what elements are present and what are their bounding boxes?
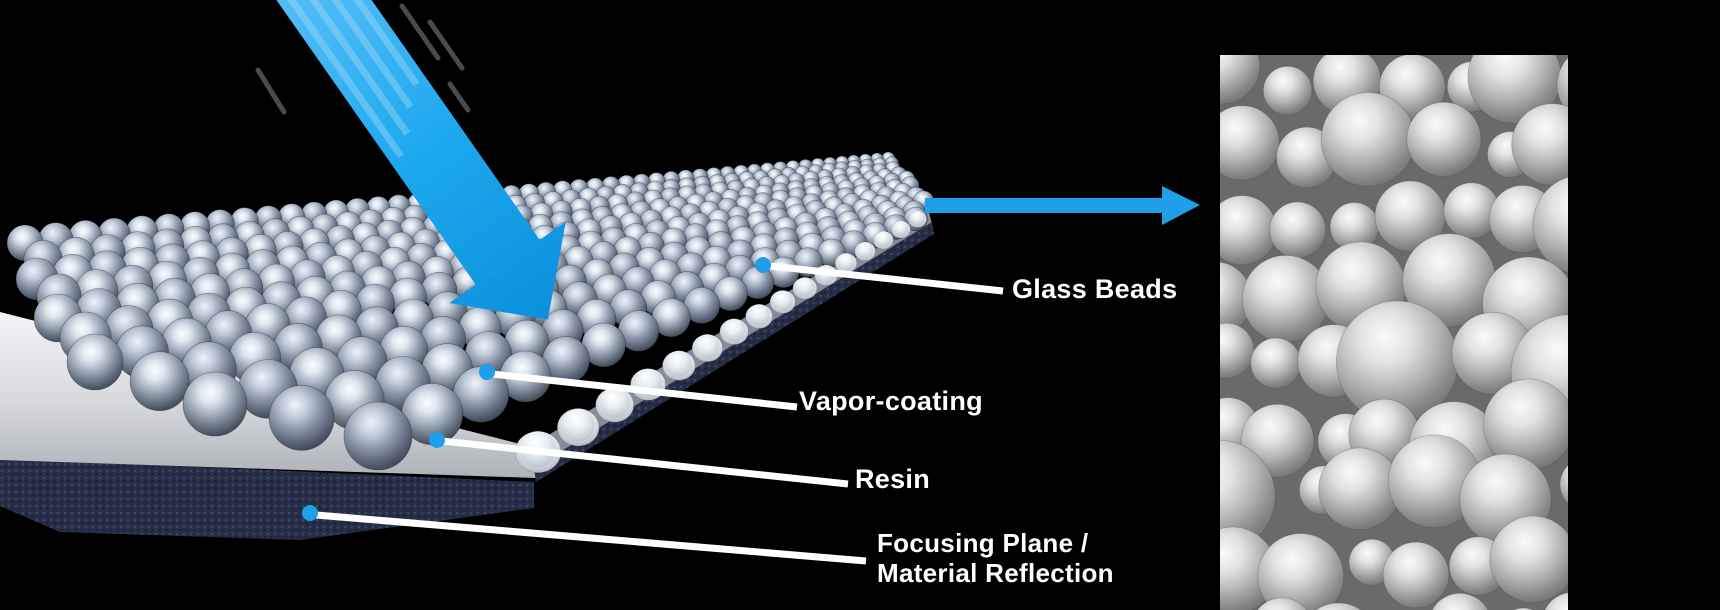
callout-dot-vapor-coating: [479, 364, 495, 380]
label-focusing-plane-line1: Focusing Plane /: [877, 528, 1089, 558]
callout-line-vapor-coating: [491, 370, 798, 411]
light-beam-arrow-icon: [276, 0, 566, 320]
callout-dot-resin: [429, 432, 445, 448]
callout-line-glass-beads: [769, 262, 1004, 295]
label-glass-beads: Glass Beads: [1012, 274, 1178, 304]
label-focusing-plane-line2: Material Reflection: [877, 558, 1114, 588]
glass-bead-array: [6, 151, 935, 471]
motion-streak-lines: [255, 3, 471, 115]
callout-dot-focusing-plane: [302, 505, 318, 521]
callout-line-resin: [441, 437, 849, 488]
label-resin: Resin: [855, 464, 931, 494]
cut-face-base: [534, 222, 934, 482]
callout-dot-glass-beads: [755, 257, 771, 273]
callout-lines: [315, 262, 1004, 565]
callout-line-focusing-plane: [315, 511, 867, 565]
sem-spheres: [1220, 55, 1568, 610]
callout-dots: [302, 257, 771, 521]
label-focusing-plane: Focusing Plane / Material Reflection: [877, 528, 1114, 588]
label-vapor-coating: Vapor-coating: [799, 386, 983, 416]
sem-micrograph: [1220, 55, 1568, 610]
zoom-arrow-icon: [925, 186, 1200, 225]
